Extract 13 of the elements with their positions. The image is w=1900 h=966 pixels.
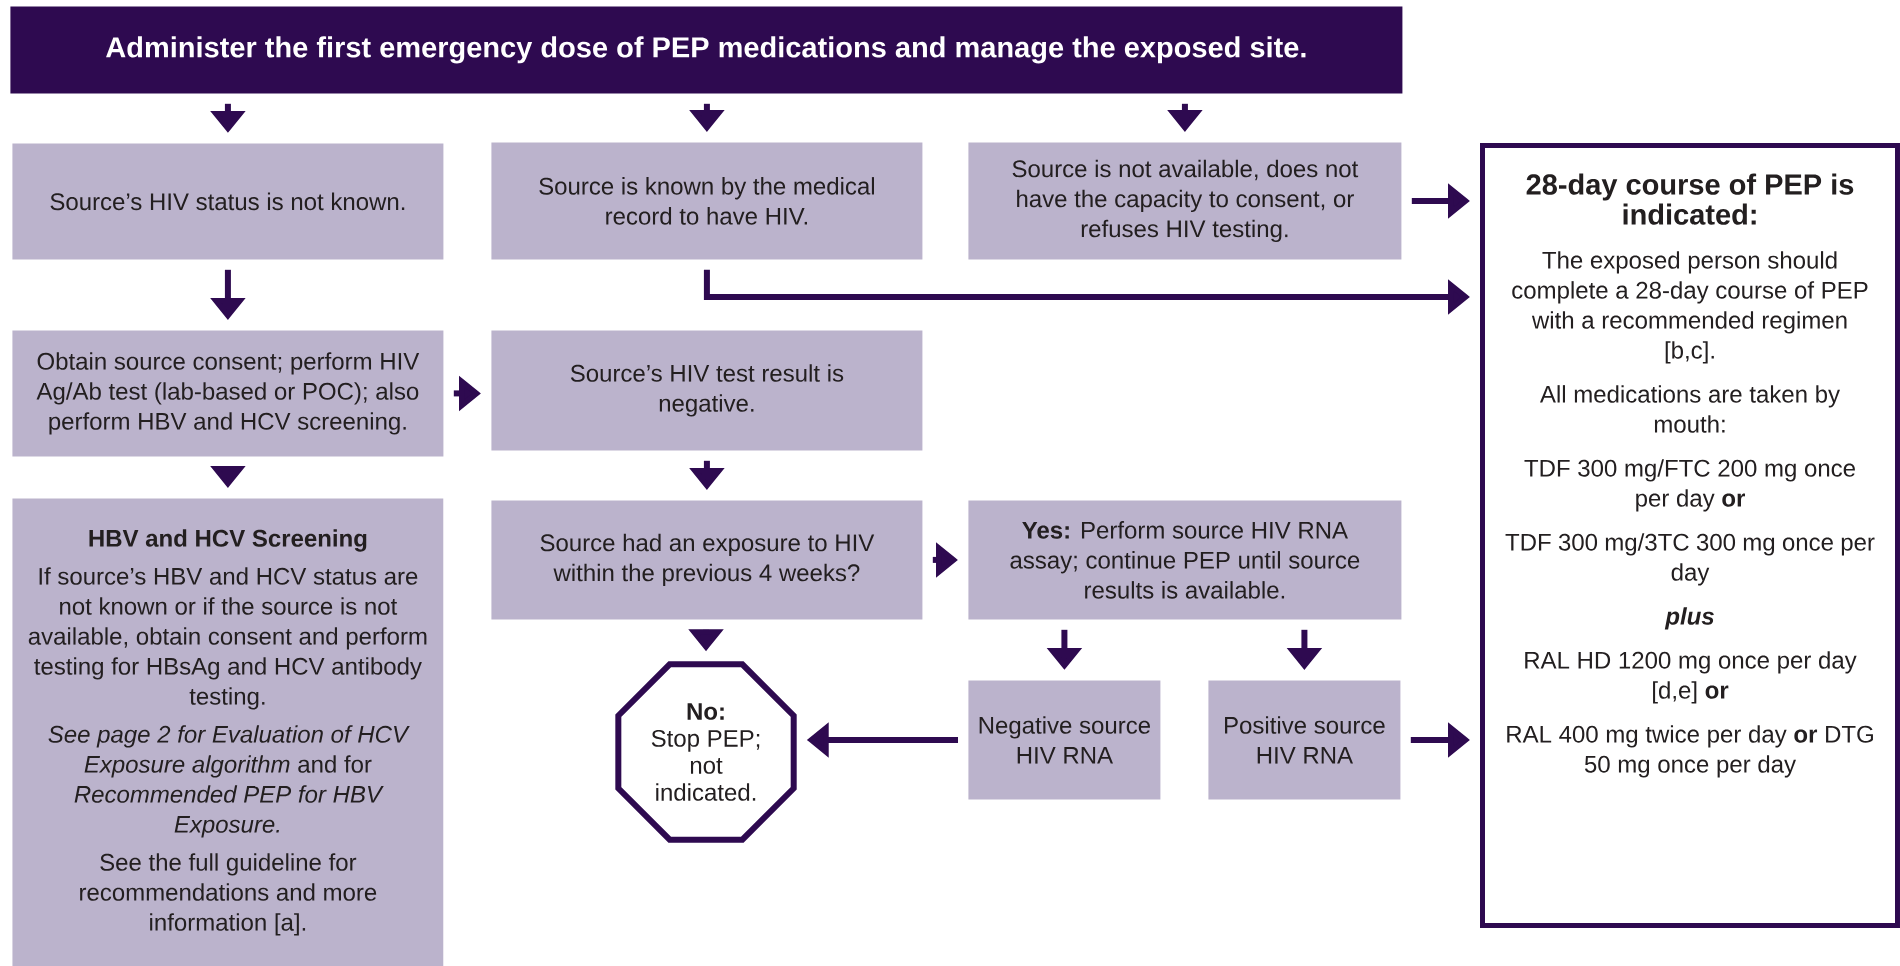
process-box: Negative source HIV RNA [968, 680, 1161, 800]
process-box: Source’s HIV status is not known. [12, 143, 444, 260]
process-box: Source had an exposure to HIV within the previous 4 weeks? [491, 500, 923, 620]
process-box: Source is not available, does not have the capacity to consent, or refuses HIV testing. [968, 142, 1402, 260]
process-box: Positive source HIV RNA [1208, 680, 1401, 800]
process-box: Yes: Perform source HIV RNA assay; continue PEP until source results is available. [968, 500, 1402, 620]
header-banner: Administer the first emergency dose of PEP medications and manage the exposed site. [10, 6, 1403, 94]
process-box: HBV and HCV Screening If source’s HBV and HCV status are not known or if the source is not available, obtain consent and perform testing for HBsAg and HCV antibody testing. See page 2 for Evaluation of HCV Exposure algorithm and for Recommended PEP for HBV Exposure. See the full guideline for recommendations and more information [a]. [12, 498, 444, 966]
process-box: Obtain source consent; perform HIV Ag/Ab test (lab-based or POC); also perform HBV and HCV screening. [12, 330, 444, 457]
result-panel: 28-day course of PEP is indicated: The exposed person should complete a 28-day course of PEP with a recommended regimen [b,c]. All medications are taken by mouth: TDF 300 mg/FTC 200 mg once per day or TDF 300 mg/3TC 300 mg once per day plus RAL HD 1200 mg once per day [d,e] or RAL 400 mg twice per day or DTG 50 mg once per day [1480, 143, 1900, 928]
process-box: Source is known by the medical record to have HIV. [491, 142, 923, 260]
stop-octagon: No: Stop PEP; not indicated. [615, 661, 797, 843]
process-box: Source’s HIV test result is negative. [491, 330, 923, 451]
